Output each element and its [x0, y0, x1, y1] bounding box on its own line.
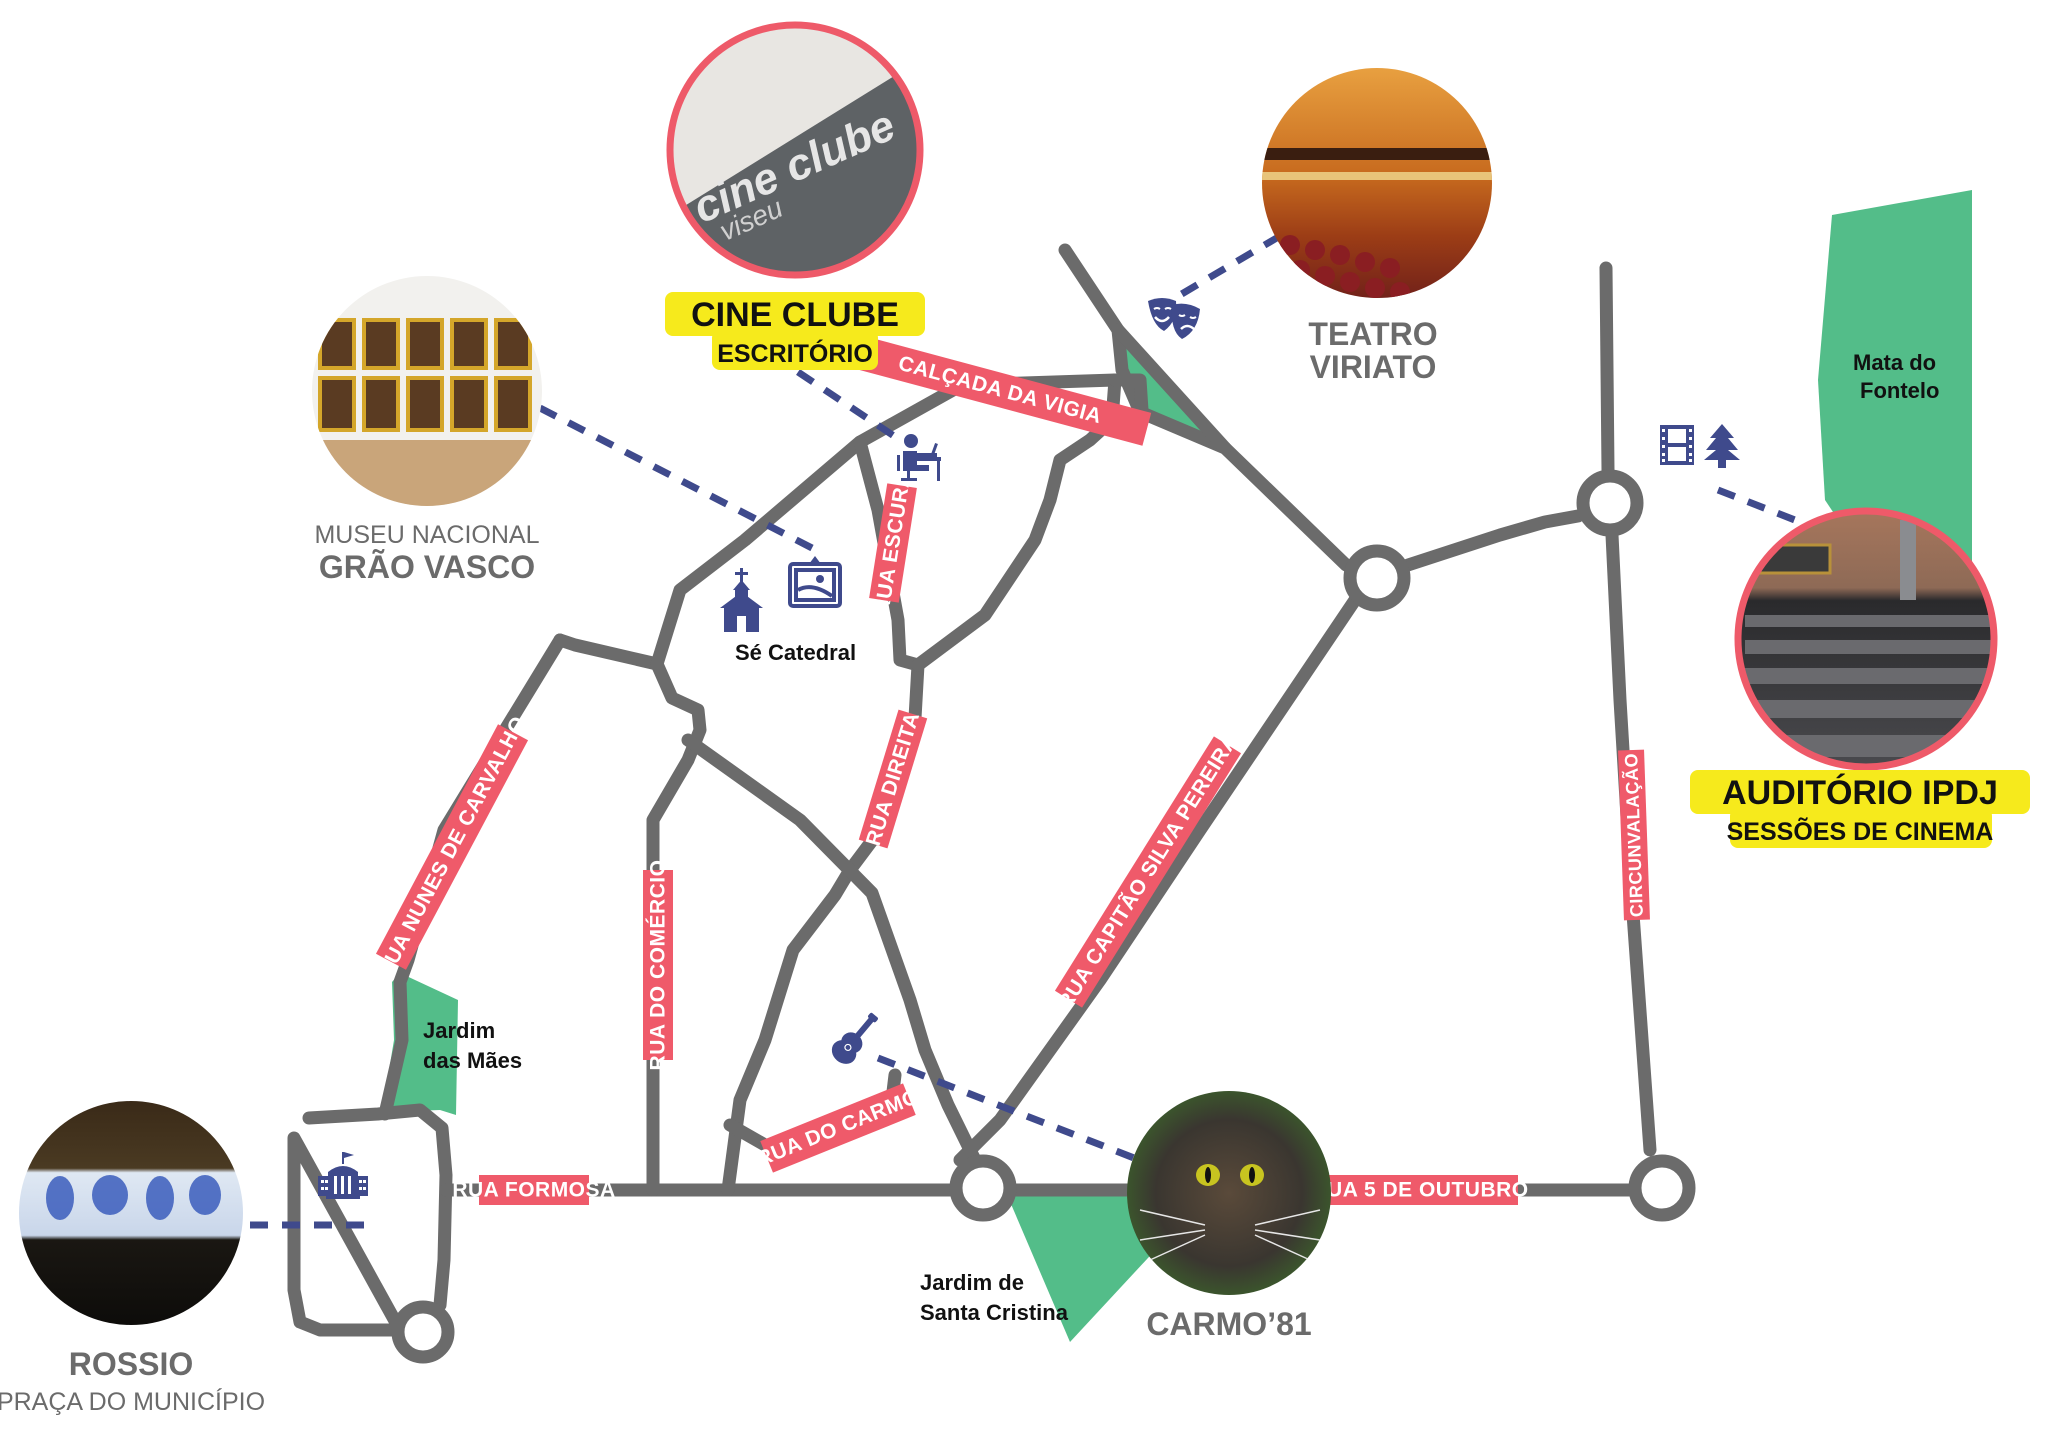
street-label-rua-5-de-outubro: RUA 5 DE OUTUBRO — [1311, 1175, 1528, 1205]
street-label-rua-do-comercio: RUA DO COMÉRCIO — [643, 860, 673, 1071]
carmo81-title: CARMO’81 — [1146, 1306, 1311, 1342]
park-label-mata-fontelo-1: Mata do — [1853, 350, 1936, 375]
park-label-santa-cristina-1: Jardim de — [920, 1270, 1024, 1295]
photo-carmo81[interactable] — [1127, 1091, 1331, 1295]
connector-museu — [538, 404, 814, 552]
road-east-link — [1401, 509, 1585, 572]
svg-text:RUA DO COMÉRCIO: RUA DO COMÉRCIO — [647, 860, 670, 1071]
roundabout-circunvalacao-south — [1628, 1154, 1696, 1222]
photo-rossio[interactable] — [19, 1101, 243, 1325]
road-rossio-block — [287, 1103, 453, 1337]
connector-carmo — [876, 1054, 1136, 1162]
street-label-circunvalacao: CIRCUNVALAÇÃO — [1618, 749, 1650, 921]
teatro-line2: VIRIATO — [1310, 349, 1437, 385]
svg-text:RUA NUNES DE CARVALHO: RUA NUNES DE CARVALHO — [373, 712, 531, 981]
svg-text:RUA DO CARMO: RUA DO CARMO — [753, 1085, 922, 1171]
park-label-mata-fontelo-2: Fontelo — [1860, 378, 1939, 403]
park-mata-do-fontelo — [1818, 190, 1972, 595]
road-west-top — [553, 633, 664, 671]
theater-masks-icon[interactable] — [1148, 298, 1200, 339]
park-label-jardim-das-maes-1: Jardim — [423, 1018, 495, 1043]
road-capitao-silva-pereira — [953, 593, 1362, 1167]
connector-teatro — [1178, 232, 1282, 299]
label-teatro: TEATRO VIRIATO — [1308, 316, 1437, 385]
svg-text:RUA 5 DE OUTUBRO: RUA 5 DE OUTUBRO — [1311, 1179, 1528, 1202]
label-cine-clube: CINE CLUBE ESCRITÓRIO — [665, 292, 925, 370]
office-desk-icon[interactable] — [897, 434, 941, 481]
museu-line2: GRÃO VASCO — [319, 549, 535, 585]
street-label-rua-do-carmo: RUA DO CARMO — [753, 1083, 923, 1173]
park-jardim-santa-cristina — [1005, 1190, 1160, 1342]
connector-cine-clube — [796, 369, 902, 443]
connectors — [250, 232, 1802, 1229]
tree-icon[interactable] — [1704, 424, 1740, 468]
guitar-icon[interactable] — [827, 1007, 885, 1069]
street-label-rua-formosa: RUA FORMOSA — [452, 1175, 615, 1205]
svg-text:CALÇADA DA VIGIA: CALÇADA DA VIGIA — [896, 352, 1104, 428]
cine-clube-subtitle: ESCRITÓRIO — [717, 338, 873, 368]
se-catedral-label: Sé Catedral — [735, 640, 856, 665]
road-diagonal — [681, 733, 982, 1167]
roundabout-circunvalacao-north — [1576, 469, 1644, 537]
roundabout-carmo — [949, 1154, 1017, 1222]
roundabout-teatro — [1343, 544, 1411, 612]
church-icon[interactable] — [720, 568, 763, 632]
cine-clube-title: CINE CLUBE — [691, 296, 899, 334]
photo-cine-clube[interactable]: cine clube viseu — [666, 21, 924, 279]
town-hall-icon[interactable] — [318, 1152, 368, 1199]
road-circunvalacao — [1599, 261, 1657, 1157]
street-label-rua-capitao-silva-pereira: RUA CAPITÃO SILVA PEREIRA — [1053, 730, 1242, 1014]
roundabout-rossio — [391, 1300, 455, 1364]
label-museu: MUSEU NACIONAL GRÃO VASCO — [314, 521, 539, 585]
label-carmo81: CARMO’81 — [1146, 1306, 1311, 1342]
teatro-line1: TEATRO — [1308, 316, 1437, 352]
park-label-santa-cristina-2: Santa Cristina — [920, 1300, 1069, 1325]
label-auditorio: AUDITÓRIO IPDJ SESSÕES DE CINEMA — [1690, 770, 2030, 848]
park-labels: Jardim das Mães Jardim de Santa Cristina… — [423, 350, 1939, 1325]
road-vigia-link — [1108, 373, 1149, 417]
photo-teatro[interactable] — [1260, 68, 1500, 308]
rossio-line1: ROSSIO — [69, 1346, 193, 1382]
svg-text:RUA CAPITÃO SILVA PEREIRA: RUA CAPITÃO SILVA PEREIRA — [1053, 730, 1242, 1014]
road-rua-do-comercio — [646, 373, 1122, 1197]
svg-text:RUA FORMOSA: RUA FORMOSA — [452, 1179, 615, 1202]
park-label-jardim-das-maes-2: das Mães — [423, 1048, 522, 1073]
photo-auditorio[interactable] — [1734, 507, 1998, 771]
connector-auditorio — [1716, 486, 1802, 526]
museu-line1: MUSEU NACIONAL — [314, 521, 539, 549]
auditorio-title: AUDITÓRIO IPDJ — [1722, 774, 1998, 812]
street-label-rua-nunes-de-carvalho: RUA NUNES DE CARVALHO — [373, 712, 531, 981]
photo-museu[interactable] — [310, 275, 550, 515]
label-rossio: ROSSIO PRAÇA DO MUNICÍPIO — [0, 1346, 265, 1416]
auditorio-subtitle: SESSÕES DE CINEMA — [1727, 816, 1994, 846]
roundabouts — [391, 469, 1696, 1364]
road-vigia-north — [1058, 243, 1353, 572]
street-labels: CALÇADA DA VIGIA RUA ESCURA RUA DIREITA … — [373, 334, 1650, 1205]
framed-picture-icon[interactable] — [788, 556, 842, 608]
road-vigia-triangle — [1111, 323, 1232, 455]
street-label-rua-direita: RUA DIREITA — [858, 709, 928, 849]
rossio-line2: PRAÇA DO MUNICÍPIO — [0, 1387, 265, 1416]
film-strip-icon[interactable] — [1660, 425, 1694, 465]
